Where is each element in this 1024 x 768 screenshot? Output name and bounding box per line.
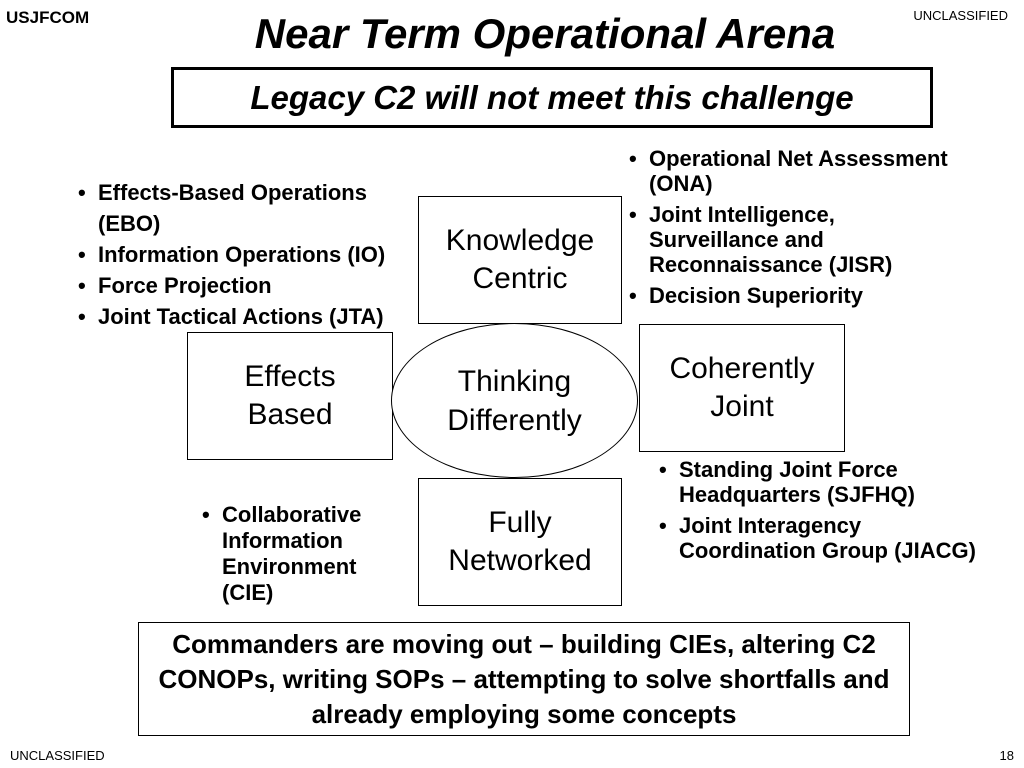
list-item: Information Operations (IO): [76, 239, 416, 270]
list-item: Operational Net Assessment (ONA): [627, 146, 957, 196]
slide-subtitle: Legacy C2 will not meet this challenge: [250, 78, 854, 116]
knowledge-centric-box: Knowledge Centric: [418, 196, 622, 324]
thinking-differently-ellipse: Thinking Differently: [391, 323, 638, 478]
fully-networked-box: Fully Networked: [418, 478, 622, 606]
classification-top: UNCLASSIFIED: [913, 8, 1008, 23]
box-label-line: Fully: [488, 506, 552, 539]
classification-bottom: UNCLASSIFIED: [10, 748, 105, 763]
list-item: Standing Joint Force Headquarters (SJFHQ…: [657, 457, 987, 507]
effects-based-box: Effects Based: [187, 332, 393, 460]
list-item: Collaborative Information Environment (C…: [200, 502, 410, 606]
box-label-line: Based: [247, 398, 333, 431]
list-item: Effects-Based Operations (EBO): [76, 177, 416, 239]
box-label-line: Coherently: [669, 352, 815, 385]
box-label-line: Centric: [472, 262, 568, 295]
box-label-line: Networked: [448, 544, 592, 577]
summary-text: Commanders are moving out – building CIE…: [158, 628, 890, 729]
box-label-line: Knowledge: [445, 224, 595, 257]
box-label-line: Effects: [244, 360, 336, 393]
list-item: Joint Intelligence, Surveillance and Rec…: [627, 202, 957, 277]
networked-bullet-list: Collaborative Information Environment (C…: [200, 502, 410, 606]
list-item: Joint Tactical Actions (JTA): [76, 301, 416, 332]
coherent-bullet-list: Standing Joint Force Headquarters (SJFHQ…: [657, 457, 987, 569]
box-label-line: Joint: [710, 390, 774, 423]
effects-bullet-list: Effects-Based Operations (EBO) Informati…: [76, 177, 416, 332]
list-item: Force Projection: [76, 270, 416, 301]
subtitle-box: Legacy C2 will not meet this challenge: [171, 67, 933, 128]
ellipse-label-line: Differently: [447, 403, 582, 437]
page-number: 18: [999, 748, 1014, 763]
knowledge-bullet-list: Operational Net Assessment (ONA) Joint I…: [627, 146, 957, 314]
slide-title: Near Term Operational Arena: [254, 10, 836, 57]
org-label: USJFCOM: [6, 8, 90, 27]
list-item: Decision Superiority: [627, 283, 957, 308]
coherently-joint-box: Coherently Joint: [639, 324, 845, 452]
ellipse-label-line: Thinking: [457, 364, 572, 398]
list-item: Joint Interagency Coordination Group (JI…: [657, 513, 987, 563]
summary-box: Commanders are moving out – building CIE…: [138, 622, 910, 736]
